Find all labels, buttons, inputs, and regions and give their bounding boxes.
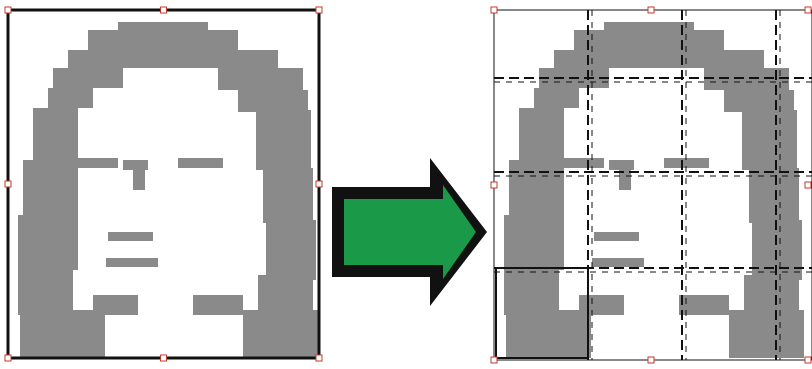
pixel-block [263,168,313,223]
resize-handle [5,181,11,187]
resize-handle [805,357,811,363]
pixel-block [604,22,694,36]
pixel-portrait [504,22,804,358]
pixel-block [506,310,591,358]
arrow-right-icon [332,158,487,306]
pixel-block [256,110,311,170]
pixel-block [594,232,639,241]
pixel-block [123,160,148,170]
pixel-block [579,295,624,315]
pixel-block [48,88,93,108]
pixel-block [18,215,78,270]
tiled-image-panel [491,7,812,363]
pixel-block [18,265,73,315]
pixel-block [564,158,604,168]
resize-handle [648,357,654,363]
pixel-block [93,295,138,315]
pixel-block [108,232,153,241]
original-image-panel [5,7,322,361]
pixel-block [133,170,145,190]
pixel-block [592,258,644,267]
resize-handle [161,355,167,361]
pixel-block [554,50,764,68]
pixel-block [509,160,564,220]
pixel-block [534,88,579,108]
resize-handle [161,7,167,13]
resize-handle [316,355,322,361]
pixel-block [20,310,105,358]
pixel-block [729,310,804,358]
pixel-block [218,68,303,90]
pixel-block [609,160,634,170]
pixel-block [724,90,794,112]
resize-handle [316,181,322,187]
pixel-block [78,158,118,168]
pixel-block [742,110,797,170]
pixel-block [68,50,278,68]
pixel-block [53,68,123,88]
pixel-portrait [18,22,318,358]
pixel-block [504,215,564,270]
pixel-block [193,295,243,315]
resize-handle [5,355,11,361]
pixel-block [266,220,316,280]
pixel-block [178,158,223,168]
pixel-block [106,258,158,267]
pixel-block [33,108,78,163]
resize-handle [5,7,11,13]
resize-handle [491,7,497,13]
pixel-block [118,22,208,36]
resize-handle [648,7,654,13]
resize-handle [805,182,811,188]
pixel-block [238,90,308,112]
resize-handle [491,182,497,188]
pixel-block [23,160,78,220]
resize-handle [805,7,811,13]
pixel-block [243,310,318,358]
resize-handle [491,357,497,363]
pixel-block [519,108,564,163]
resize-handle [316,7,322,13]
